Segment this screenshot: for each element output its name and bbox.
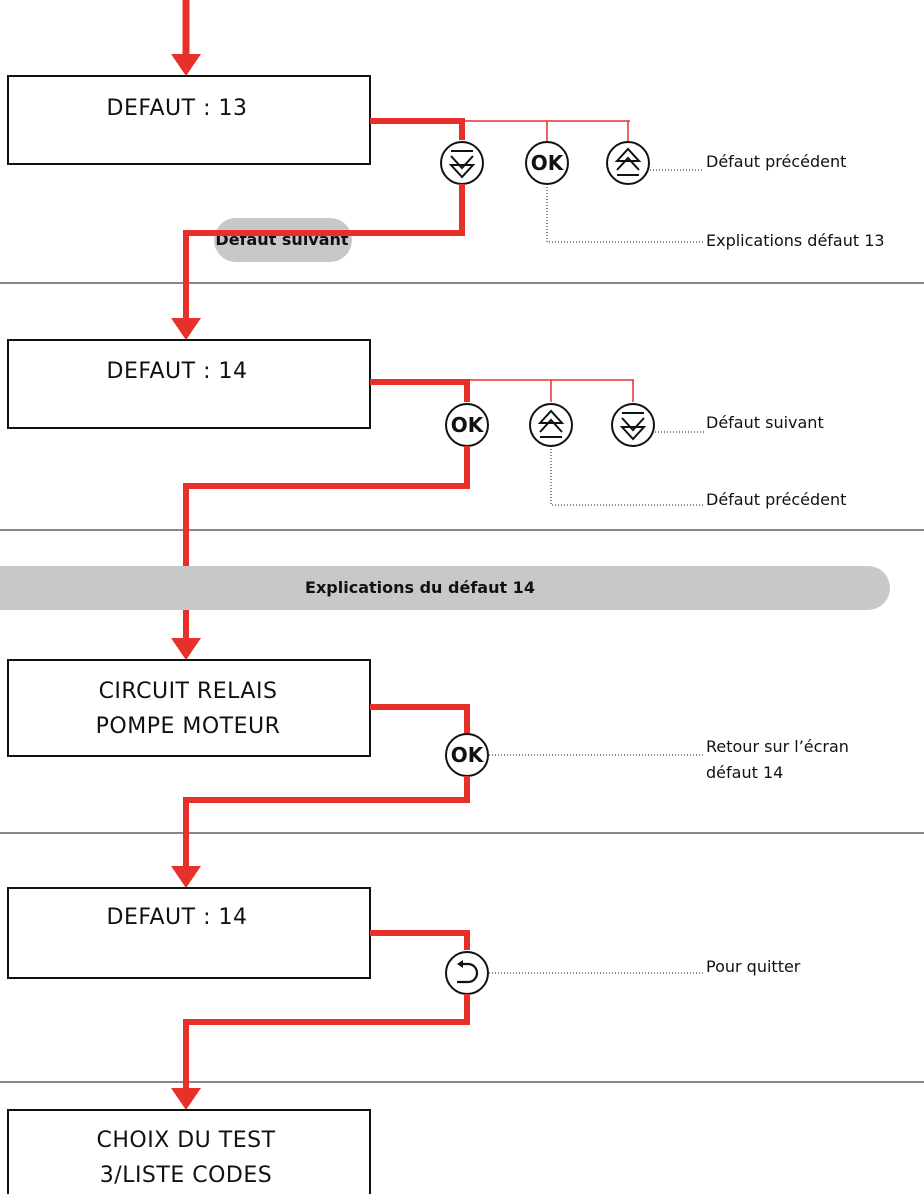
leader-line xyxy=(546,184,704,243)
lcd-screen-choix-test xyxy=(7,1109,371,1194)
flow-line xyxy=(183,184,465,318)
flow-arrowhead xyxy=(171,638,201,660)
ok-button-label: OK xyxy=(531,151,565,175)
ok-button-label: OK xyxy=(451,743,485,767)
double-up-icon xyxy=(537,409,565,438)
ok-button-label: OK xyxy=(451,413,485,437)
double-down-button[interactable] xyxy=(611,403,655,447)
lcd-screen-circuit-relais xyxy=(7,659,371,757)
label-retour-ecran: Retour sur l’écran xyxy=(706,737,849,756)
return-button[interactable] xyxy=(445,951,489,995)
flow-line xyxy=(370,118,465,140)
label-defaut-precedent: Défaut précédent xyxy=(706,490,846,509)
banner-explications xyxy=(0,566,890,610)
double-up-icon xyxy=(614,147,642,176)
ok-button[interactable]: OK xyxy=(525,141,569,185)
double-up-button[interactable] xyxy=(529,403,573,447)
flow-arrowhead xyxy=(171,1088,201,1110)
return-icon-tip xyxy=(457,960,463,968)
label-explications-13: Explications défaut 13 xyxy=(706,231,885,250)
banner-explications-label: Explications du défaut 14 xyxy=(305,578,535,597)
flow-arrowhead xyxy=(171,54,201,76)
screen-line: 3/LISTE CODES xyxy=(100,1163,272,1188)
flow-line xyxy=(183,446,470,566)
label-retour-ecran-2: défaut 14 xyxy=(706,763,783,782)
label-pour-quitter: Pour quitter xyxy=(706,957,801,976)
lcd-screen-defaut-14-quit xyxy=(7,887,371,979)
flow-arrowhead xyxy=(171,318,201,340)
double-down-icon xyxy=(448,150,476,179)
flow-line xyxy=(183,776,470,868)
double-down-button[interactable] xyxy=(440,141,484,185)
screen-line: CIRCUIT RELAIS xyxy=(99,679,278,704)
flow-line xyxy=(370,930,470,950)
double-down-icon xyxy=(619,412,647,441)
screen-line: CHOIX DU TEST xyxy=(96,1128,275,1153)
flow-line xyxy=(183,994,470,1090)
banner-defaut-suivant xyxy=(214,218,352,262)
return-icon xyxy=(457,962,479,984)
screen-line: DEFAUT : 14 xyxy=(107,359,248,384)
leader-line xyxy=(550,446,704,506)
label-defaut-precedent: Défaut précédent xyxy=(706,152,846,171)
flow-arrowhead xyxy=(171,866,201,888)
screen-line: DEFAUT : 14 xyxy=(107,905,248,930)
flow-line xyxy=(370,379,470,402)
label-defaut-suivant: Défaut suivant xyxy=(706,413,824,432)
lcd-screen-defaut-14 xyxy=(7,339,371,429)
flow-line xyxy=(370,704,470,733)
ok-button[interactable]: OK xyxy=(445,403,489,447)
screen-line: DEFAUT : 13 xyxy=(107,96,248,121)
double-up-button[interactable] xyxy=(606,141,650,185)
screen-line: POMPE MOTEUR xyxy=(96,714,281,739)
ok-button[interactable]: OK xyxy=(445,733,489,777)
